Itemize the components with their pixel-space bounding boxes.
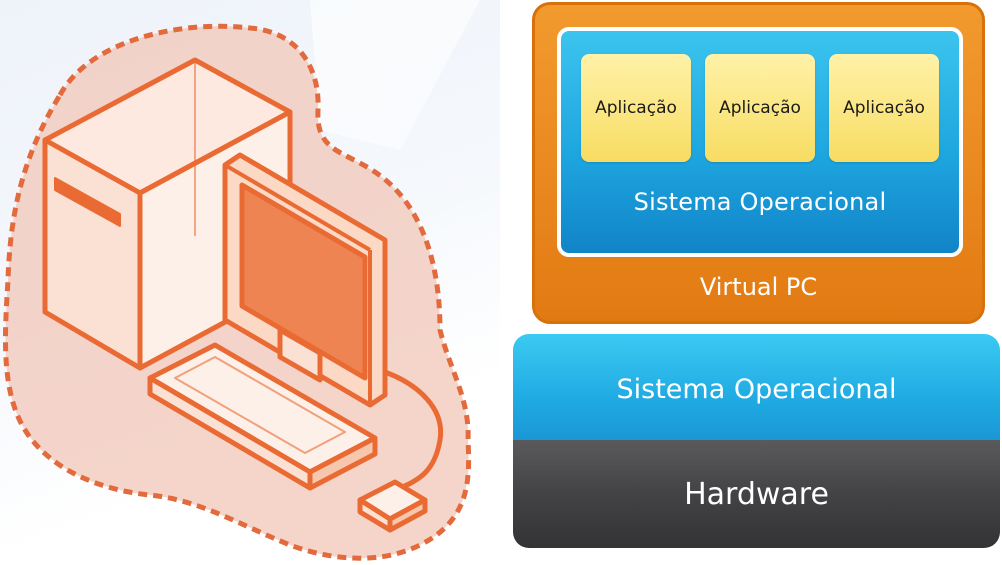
- application-box: Aplicação: [581, 54, 691, 162]
- virtual-pc-illustration: [0, 0, 500, 565]
- keyboard-icon: [147, 342, 378, 491]
- mouse-icon: [357, 479, 428, 533]
- mouse-cable: [384, 369, 444, 491]
- light-ray: [310, 0, 480, 150]
- application-box: Aplicação: [705, 54, 815, 162]
- virtual-pc-label: Virtual PC: [699, 273, 818, 301]
- computer-icon: [42, 57, 293, 371]
- monitor-icon: [222, 152, 388, 408]
- host-os-label: Sistema Operacional: [616, 373, 897, 405]
- applications-row: Aplicação Aplicação Aplicação: [581, 54, 939, 162]
- guest-os-layer: Aplicação Aplicação Aplicação Sistema Op…: [557, 27, 963, 257]
- application-box: Aplicação: [829, 54, 939, 162]
- guest-os-label: Sistema Operacional: [633, 188, 887, 216]
- virtual-pc-layer: Aplicação Aplicação Aplicação Sistema Op…: [532, 2, 985, 324]
- hardware-layer: Hardware: [513, 440, 1000, 548]
- hardware-label: Hardware: [684, 476, 829, 512]
- host-os-layer: Sistema Operacional: [513, 334, 1000, 444]
